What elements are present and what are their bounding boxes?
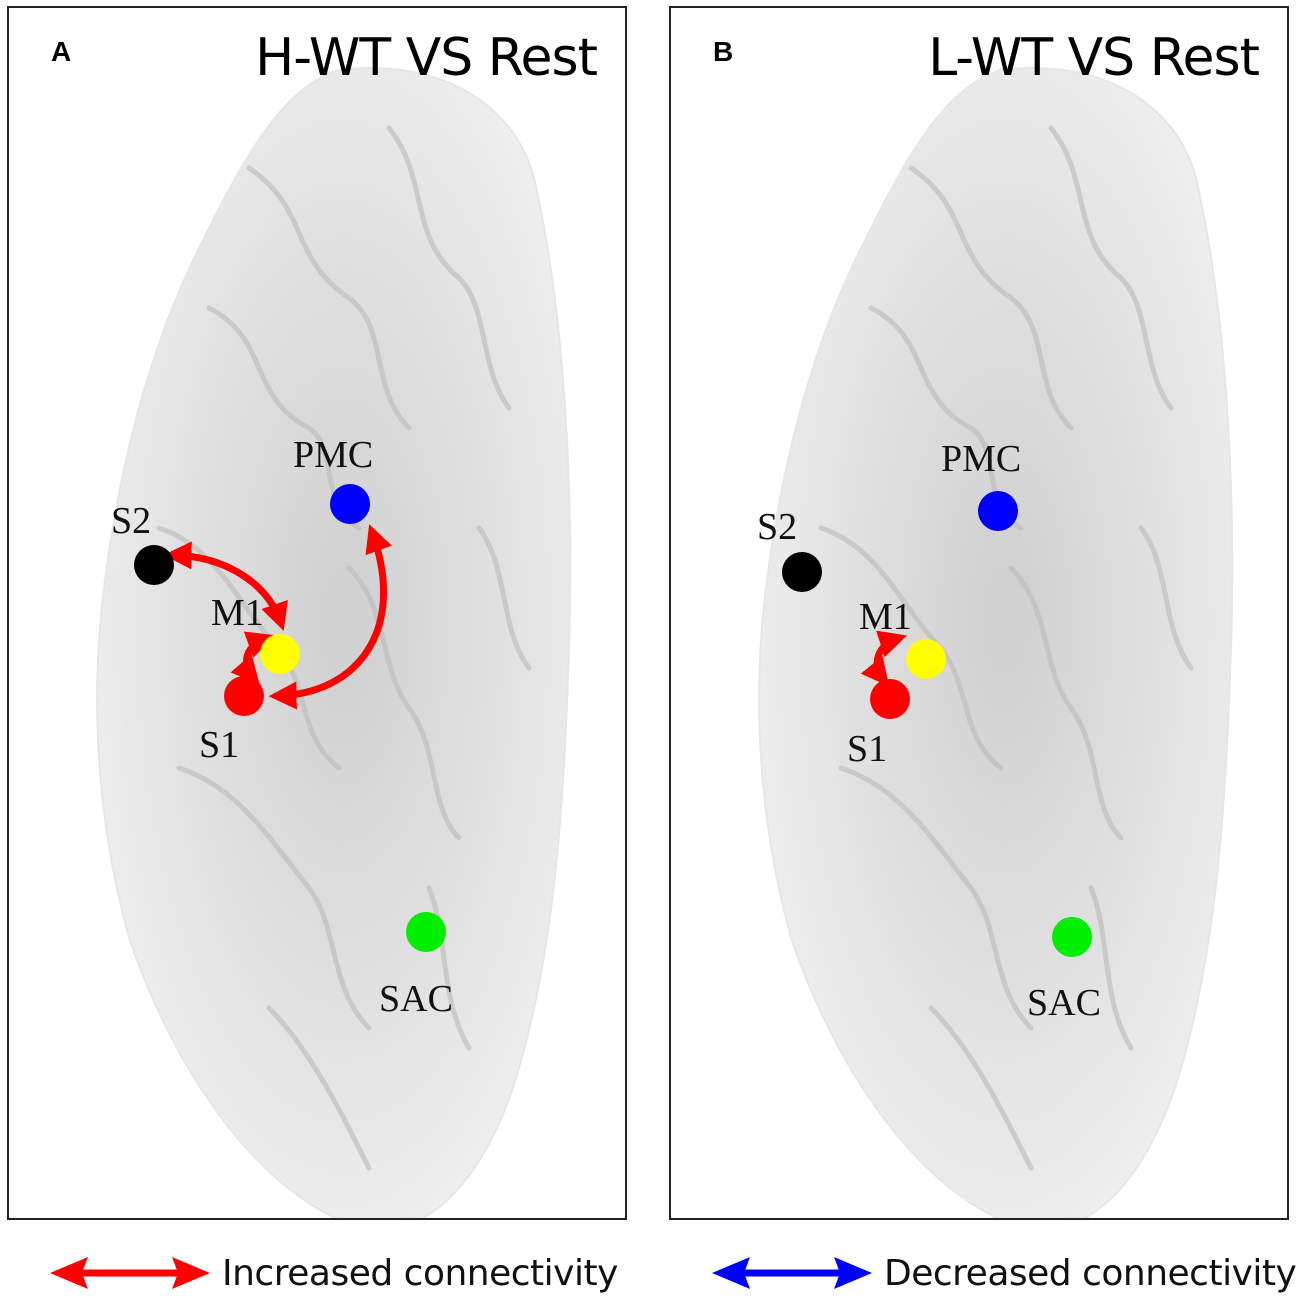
arrow-s1-m1 (230, 631, 275, 685)
label-s1: S1 (847, 728, 888, 770)
brain-outline (96, 67, 572, 1218)
panel-letter: A (51, 36, 72, 67)
label-pmc: PMC (941, 438, 1022, 480)
node-m1 (260, 634, 300, 674)
connection-arrows-b (860, 630, 908, 687)
label-sac: SAC (379, 978, 453, 1020)
double-arrow-icon-blue (712, 1257, 872, 1289)
label-m1: M1 (211, 592, 264, 634)
connection-arrows-a (163, 524, 392, 710)
label-m1: M1 (859, 596, 912, 638)
label-s2: S2 (757, 506, 798, 548)
panel-a: A H-WT VS Rest PMC S2 M1 S1 SAC (7, 6, 627, 1220)
brain-surface-a (96, 67, 572, 1218)
brain-outline (758, 67, 1234, 1218)
arrow-s1-m1 (860, 630, 908, 687)
legend-decreased-label: Decreased connectivity (884, 1252, 1296, 1294)
node-m1 (906, 639, 946, 679)
double-arrow-icon-red (50, 1257, 210, 1289)
node-s2 (134, 545, 174, 585)
label-s2: S2 (111, 500, 152, 542)
node-pmc (330, 484, 370, 524)
node-s1 (870, 679, 910, 719)
panel-b: B L-WT VS Rest PMC S2 M1 S1 SAC (669, 6, 1289, 1220)
node-s2 (782, 552, 822, 592)
node-s1 (224, 676, 264, 716)
arrow-s1-pmc (268, 524, 392, 710)
brain-surface-b (758, 67, 1234, 1218)
panel-title: L-WT VS Rest (928, 28, 1260, 88)
legend-increased: Increased connectivity (50, 1248, 618, 1298)
node-sac (406, 912, 446, 952)
legend-increased-label: Increased connectivity (222, 1252, 618, 1294)
label-pmc: PMC (293, 434, 374, 476)
label-sac: SAC (1027, 982, 1101, 1024)
label-s1: S1 (199, 724, 240, 766)
node-pmc (978, 491, 1018, 531)
panel-title: H-WT VS Rest (255, 28, 598, 88)
legend-decreased: Decreased connectivity (712, 1248, 1296, 1298)
node-sac (1052, 917, 1092, 957)
panel-letter: B (713, 36, 734, 67)
